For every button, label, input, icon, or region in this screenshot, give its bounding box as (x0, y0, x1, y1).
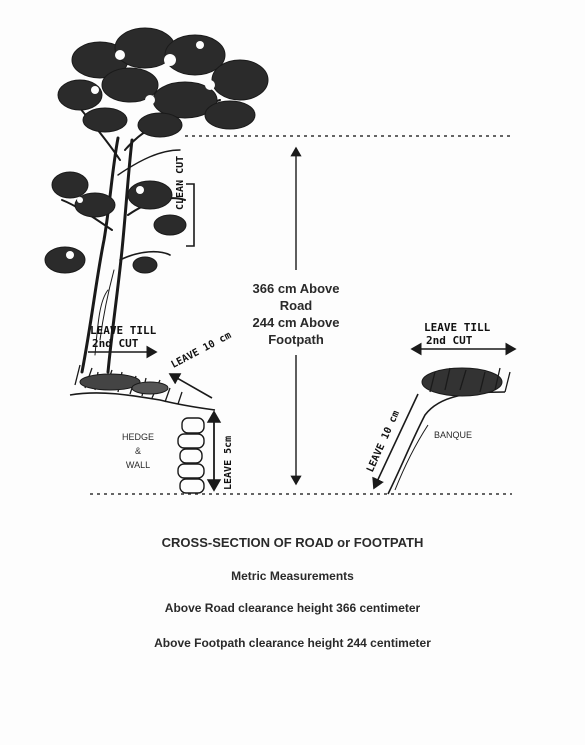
hedge-line-2: & (134, 446, 141, 456)
clean-cut-bracket (186, 183, 195, 247)
stone-wall (177, 417, 205, 494)
banque-label: BANQUE (433, 430, 472, 440)
left-bank (69, 364, 216, 411)
caption-title: CROSS-SECTION OF ROAD or FOOTPATH (161, 535, 424, 550)
caption-subtitle: Metric Measurements (231, 569, 354, 583)
hedge-line-3: WALL (125, 460, 151, 470)
clearance-line-2: Road (279, 298, 313, 313)
caption-footpath: Above Footpath clearance height 244 cent… (154, 636, 431, 650)
clearance-line-3: 244 cm Above (252, 315, 340, 330)
right-leave-10-arrow (372, 393, 419, 490)
clean-cut-label: CLEAN CUT (175, 155, 186, 210)
clearance-line-1: 366 cm Above (252, 281, 340, 296)
caption-road: Above Road clearance height 366 centimet… (164, 601, 421, 615)
leave-5cm-label: LEAVE 5cm (223, 435, 234, 490)
clearance-line-4: Footpath (268, 332, 324, 347)
left-second-cut-label: 2nd CUT (92, 337, 139, 350)
right-second-cut-label: 2nd CUT (426, 334, 473, 347)
left-leave-10-arrow (168, 373, 213, 399)
hedge-wall-label: HEDGE & WALL (108, 430, 168, 472)
left-leave-till-label: LEAVE TILL (90, 324, 157, 337)
right-leave-till-label: LEAVE TILL (424, 321, 491, 334)
clearance-note: 366 cm Above Road 244 cm Above Footpath (236, 280, 356, 348)
hedge-line-1: HEDGE (121, 432, 154, 442)
right-bank (387, 367, 511, 495)
tree-illustration (44, 27, 269, 374)
